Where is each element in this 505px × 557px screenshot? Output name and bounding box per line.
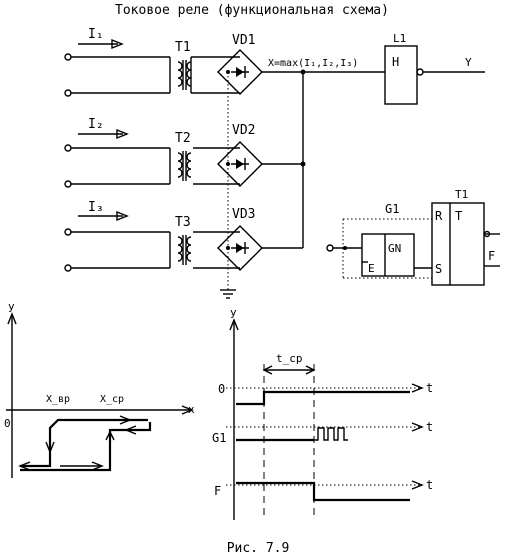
e-label: E — [368, 262, 375, 275]
s-label: S — [435, 262, 442, 276]
bridge-vd3: VD3 — [217, 207, 263, 271]
row-0-label: 0 — [218, 382, 225, 396]
timing-diagram: y t_ср 0 t G1 t F t — [212, 306, 433, 520]
g1-label: G1 — [385, 202, 399, 216]
transformer-t2: T2 — [175, 131, 192, 181]
transformer-t1: T1 — [175, 40, 192, 93]
vd2-label: VD2 — [232, 123, 255, 138]
generator-g1: G1 GN E — [326, 202, 433, 279]
input-2: I₂ — [64, 117, 171, 188]
f-label: F — [488, 249, 495, 263]
r-label: R — [435, 209, 443, 223]
input-1-label: I₁ — [88, 27, 104, 42]
bridge-vd1: VD1 — [217, 33, 263, 95]
t-label: T — [455, 209, 462, 223]
vd3-label: VD3 — [232, 207, 255, 222]
diagram-title: Токовое реле (функциональная схема) — [115, 3, 389, 18]
t3-label: T3 — [175, 215, 191, 230]
row-g1-label: G1 — [212, 431, 226, 445]
x-sr-label: X_ср — [100, 394, 124, 405]
l1-symbol: H — [392, 55, 399, 69]
t-sr-label: t_ср — [276, 352, 303, 365]
block-l1: L1 H — [384, 32, 424, 105]
input-3-label: I₃ — [88, 200, 104, 215]
hyst-upper-path — [20, 422, 152, 472]
trigger-name: T1 — [455, 188, 468, 201]
timing-y-label: y — [230, 306, 237, 319]
row-f-t: t — [426, 478, 433, 492]
input-3: I₃ — [64, 200, 171, 272]
max-label: X=max(I₁,I₂,I₃) — [268, 58, 358, 69]
gn-label: GN — [388, 242, 401, 255]
transformer-t3: T3 — [175, 215, 192, 265]
row-g1-t: t — [426, 420, 433, 434]
hyst-origin: 0 — [4, 417, 11, 430]
bridge-vd2: VD2 — [217, 123, 263, 187]
l1-name: L1 — [393, 32, 406, 45]
row-0-t: t — [426, 381, 433, 395]
ground — [220, 70, 236, 299]
trigger-t1: T1 R T S F — [431, 188, 500, 286]
vd1-label: VD1 — [232, 33, 255, 48]
output-y: Y — [465, 56, 472, 69]
hyst-lower-path — [20, 418, 148, 468]
input-2-label: I₂ — [88, 117, 104, 132]
figure-caption: Рис. 7.9 — [227, 541, 290, 556]
t2-label: T2 — [175, 131, 191, 146]
x-vz-label: X_вр — [46, 394, 70, 405]
input-1: I₁ — [64, 27, 171, 97]
hysteresis-graph: y x 0 X_вр X_ср — [4, 300, 195, 478]
t1-label: T1 — [175, 40, 191, 55]
row-f-label: F — [214, 484, 221, 498]
hyst-y-label: y — [8, 300, 15, 313]
hyst-x-label: x — [188, 403, 195, 416]
